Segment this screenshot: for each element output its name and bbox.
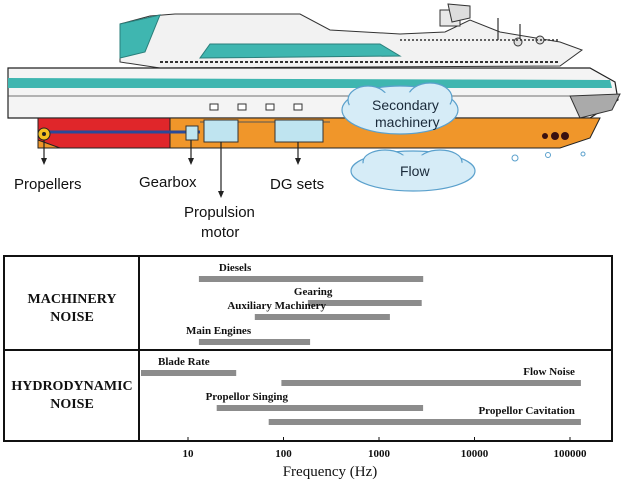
secondary-machinery-label-line1: Secondary — [372, 97, 439, 113]
category-label-machinery: MACHINERY — [28, 292, 117, 307]
category-label-hydrodynamic-line2: NOISE — [50, 397, 94, 412]
ship-superstructure — [110, 3, 584, 73]
ship-hull — [7, 67, 621, 162]
source-label-blade-rate: Blade Rate — [158, 356, 210, 368]
gearbox-box — [185, 125, 199, 141]
chart-frame — [3, 255, 613, 442]
range-bar-propellor-cavitation — [268, 419, 581, 425]
range-bar-flow-noise — [281, 380, 581, 386]
noise-frequency-chart: MACHINERY NOISE HYDRODYNAMIC NOISE Diese… — [3, 255, 613, 480]
propulsion-motor-label-line2: motor — [201, 224, 239, 241]
secondary-machinery-cloud — [341, 82, 459, 135]
source-label-gearing: Gearing — [294, 286, 333, 298]
source-label-flow-noise: Flow Noise — [523, 366, 575, 378]
range-bar-gearing — [307, 300, 422, 306]
category-label-hydrodynamic: HYDRODYNAMIC — [11, 379, 132, 394]
propulsion-motor-box — [203, 119, 239, 143]
x-tick-label: 1000 — [368, 448, 391, 460]
x-tick-label: 100000 — [554, 448, 588, 460]
propellers-label: Propellers — [14, 176, 82, 193]
x-axis-title: Frequency (Hz) — [283, 464, 378, 480]
flow-cloud — [350, 149, 476, 192]
propeller-icon — [37, 127, 51, 141]
category-label-machinery-line2: NOISE — [50, 310, 94, 325]
dg-sets-box — [274, 119, 324, 143]
range-bar-auxiliary-machinery — [254, 314, 390, 320]
dg-sets-label: DG sets — [270, 176, 324, 193]
x-tick-label: 10 — [183, 448, 195, 460]
range-bar-main-engines — [198, 339, 311, 345]
range-bar-blade-rate — [141, 370, 237, 376]
source-label-propellor-cavitation: Propellor Cavitation — [478, 405, 574, 417]
ship-diagram: Propellers Gearbox Propulsion motor DG s… — [7, 3, 621, 241]
x-tick-label: 100 — [275, 448, 292, 460]
propulsion-motor-label-line1: Propulsion — [184, 204, 255, 221]
secondary-machinery-label-line2: machinery — [375, 114, 440, 130]
flow-label: Flow — [400, 163, 430, 179]
x-tick-label: 10000 — [461, 448, 489, 460]
source-label-main-engines: Main Engines — [186, 325, 252, 337]
source-label-auxiliary-machinery: Auxiliary Machinery — [227, 300, 326, 312]
gearbox-label: Gearbox — [139, 174, 197, 191]
range-bar-propellor-singing — [216, 405, 424, 411]
x-axis-ticks: 10 100 1000 10000 100000 — [183, 437, 588, 460]
source-label-propellor-singing: Propellor Singing — [206, 391, 289, 403]
range-bar-diesels — [198, 276, 424, 282]
source-label-diesels: Diesels — [219, 262, 252, 274]
